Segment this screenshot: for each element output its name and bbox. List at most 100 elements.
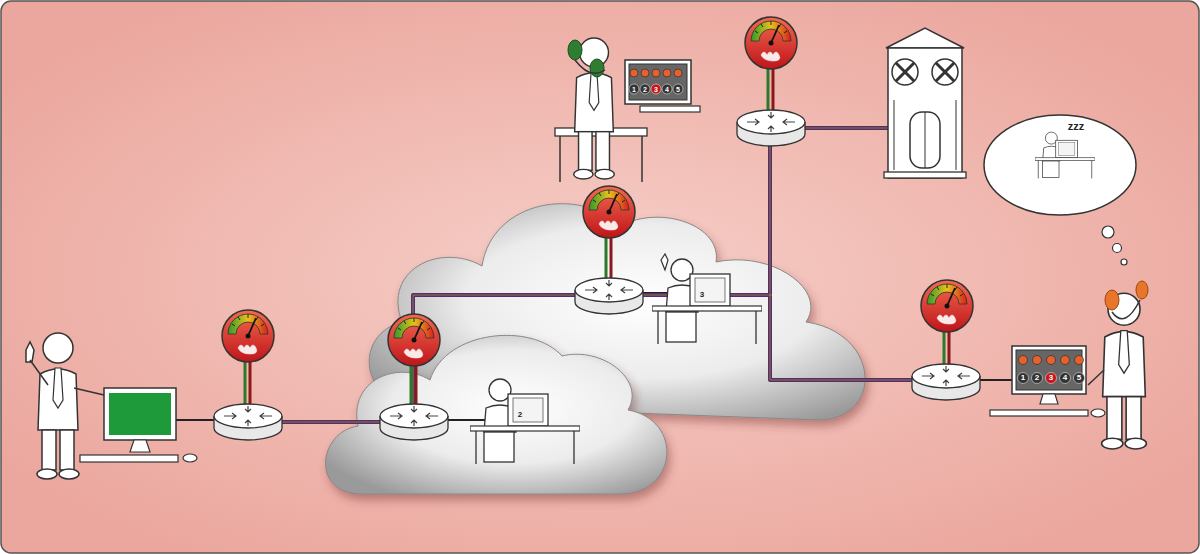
dashboard-number-discs: [1032, 373, 1043, 384]
gauges: [222, 17, 973, 366]
dashboard-gauges: [1075, 356, 1084, 365]
dashboard-number-discs: [640, 84, 650, 94]
data-center-building: [884, 172, 966, 178]
dashboard-gauges: [630, 69, 638, 77]
left-workstation: [26, 342, 48, 385]
dashboard-number-discs: [629, 84, 639, 94]
right-operator: [1102, 226, 1114, 238]
thin-wires: [980, 379, 1012, 381]
data-center-building: [886, 28, 964, 48]
gauge-stems: [244, 360, 247, 408]
top-operator: [555, 38, 700, 182]
laptop-workers: [470, 254, 762, 464]
dashboard-number-discs: [1060, 373, 1071, 384]
right-operator: [1112, 300, 1140, 319]
right-operator: [1121, 259, 1127, 265]
right-operator: [1113, 244, 1122, 253]
left-workstation: [74, 388, 104, 395]
right-operator: [1091, 409, 1105, 417]
right-operator: [1040, 394, 1058, 404]
clouds: [325, 335, 666, 494]
right-operator: [1136, 281, 1148, 299]
left-workstation: [80, 455, 178, 462]
gauges: [222, 310, 274, 362]
dashboard-number: 2: [1035, 374, 1039, 382]
gauge-stems: [415, 364, 418, 408]
gauges: [921, 280, 973, 332]
data-center-building: [888, 48, 962, 178]
right-operator: [984, 115, 1136, 215]
dashboard-gauges: [1033, 356, 1042, 365]
dashboard-gauges: [630, 69, 682, 77]
dashboard-number-discs: [1018, 373, 1085, 384]
top-operator: [568, 40, 582, 60]
dashboard-number-discs: [1018, 373, 1029, 384]
laptop-number: 3: [700, 291, 704, 299]
dashboard-number: 3: [654, 86, 658, 93]
gauge-stems: [767, 68, 770, 116]
dashboard-number: 5: [676, 86, 680, 93]
left-workstation: [130, 440, 150, 452]
dashboard-gauges: [674, 69, 682, 77]
dashboard-number-discs: [673, 84, 683, 94]
sleep-symbol: zzz: [1068, 121, 1085, 132]
top-operator: [641, 136, 643, 182]
dashboard-number-discs: [662, 84, 672, 94]
right-operator: [1105, 290, 1119, 310]
top-operator: [590, 59, 604, 77]
dashboard-number-discs: [1074, 373, 1085, 384]
clouds: [325, 204, 865, 494]
dashboard-gauges: [652, 69, 660, 77]
dashboard-number-discs: [1046, 373, 1057, 384]
routers: [912, 364, 980, 400]
data-center-building: [896, 63, 954, 81]
gauge-stems: [948, 330, 951, 368]
dashboard-gauges: [1061, 356, 1070, 365]
routers: [214, 404, 282, 440]
top-operator: [575, 60, 605, 73]
top-operator: [559, 136, 561, 182]
right-operator: [1102, 293, 1147, 449]
dashboard-number-discs: [651, 84, 661, 94]
routers: [575, 278, 643, 314]
dashboard-number: 4: [665, 86, 669, 93]
gauge-stems: [249, 360, 252, 408]
gauge-stems: [943, 330, 946, 368]
dashboard-gauges: [1047, 356, 1056, 365]
gauge-stems: [610, 236, 613, 282]
top-operator: [629, 64, 687, 100]
dashboard-gauges: [663, 69, 671, 77]
right-operator: [984, 115, 1148, 449]
right-operator: [1088, 370, 1104, 385]
left-workstation: [26, 333, 197, 479]
left-workstation: [37, 333, 79, 479]
top-operator: [574, 38, 615, 179]
data-center-building: [894, 100, 956, 170]
top-operator: [640, 106, 700, 112]
right-operator: [1016, 350, 1082, 390]
thin-wires: [176, 419, 214, 421]
right-operator: [990, 410, 1088, 416]
gauge-stems: [410, 364, 413, 408]
gauges: [583, 186, 635, 238]
dashboard-number: 4: [1063, 374, 1067, 382]
routers: [380, 404, 448, 440]
dashboard-number: 2: [643, 86, 647, 93]
laptop-workers: [652, 259, 762, 344]
dashboard-number: 3: [1049, 374, 1053, 382]
data-center-building: [910, 112, 940, 168]
left-workstation: [183, 454, 197, 462]
laptop-workers: [661, 254, 668, 270]
laptop-number: 2: [518, 411, 522, 419]
gauges: [388, 314, 440, 366]
dashboard-gauges: [641, 69, 649, 77]
right-operator: [1035, 132, 1095, 178]
gauges: [745, 17, 797, 69]
laptop-workers: [470, 379, 580, 464]
dashboard-gauges: [1019, 356, 1028, 365]
gauge-stems: [605, 236, 608, 282]
